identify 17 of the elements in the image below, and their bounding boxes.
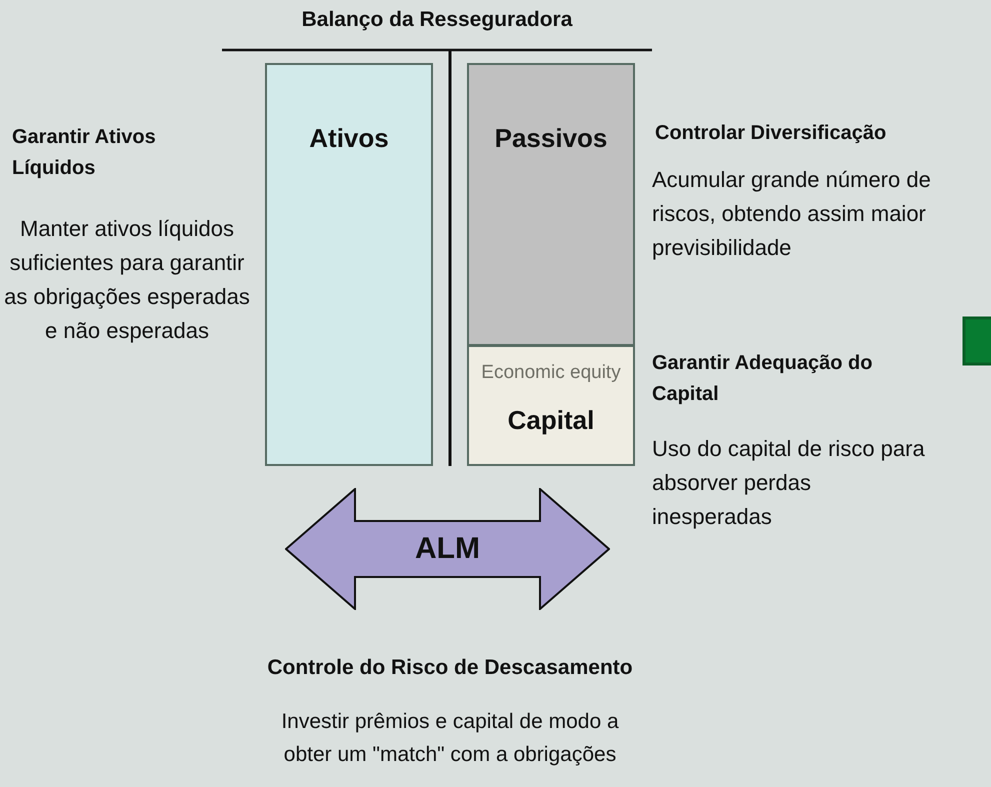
section-heading: Controle do Risco de Descasamento <box>266 655 634 681</box>
capital-box <box>467 345 635 466</box>
section-heading: Garantir Adequação do Capital <box>652 351 874 407</box>
box-label: Passivos <box>494 123 608 154</box>
description-text: Manter ativos líquidos suficientes para garantir as obrigações esperadas e não esperadas <box>4 215 250 346</box>
faint-label: Economic equity <box>480 363 622 384</box>
title: Balanço da Resseguradora <box>300 8 574 32</box>
description-text: Uso do capital de risco para absorver perdas inesperadas <box>652 435 926 532</box>
section-heading: Controlar Diversificação <box>655 121 888 146</box>
section-heading: Garantir Ativos Líquidos <box>12 125 157 181</box>
assets-box <box>265 63 433 466</box>
box-label: Ativos <box>308 123 390 154</box>
liabilities-box <box>467 63 635 346</box>
box-label: Capital <box>506 405 596 436</box>
description-text: Investir prêmios e capital de modo a obter um "match" com a obrigações <box>280 709 620 768</box>
arrow-label: ALM <box>414 532 481 566</box>
description-text: Acumular grande número de riscos, obtendo assim maior previsibilidade <box>652 166 932 262</box>
